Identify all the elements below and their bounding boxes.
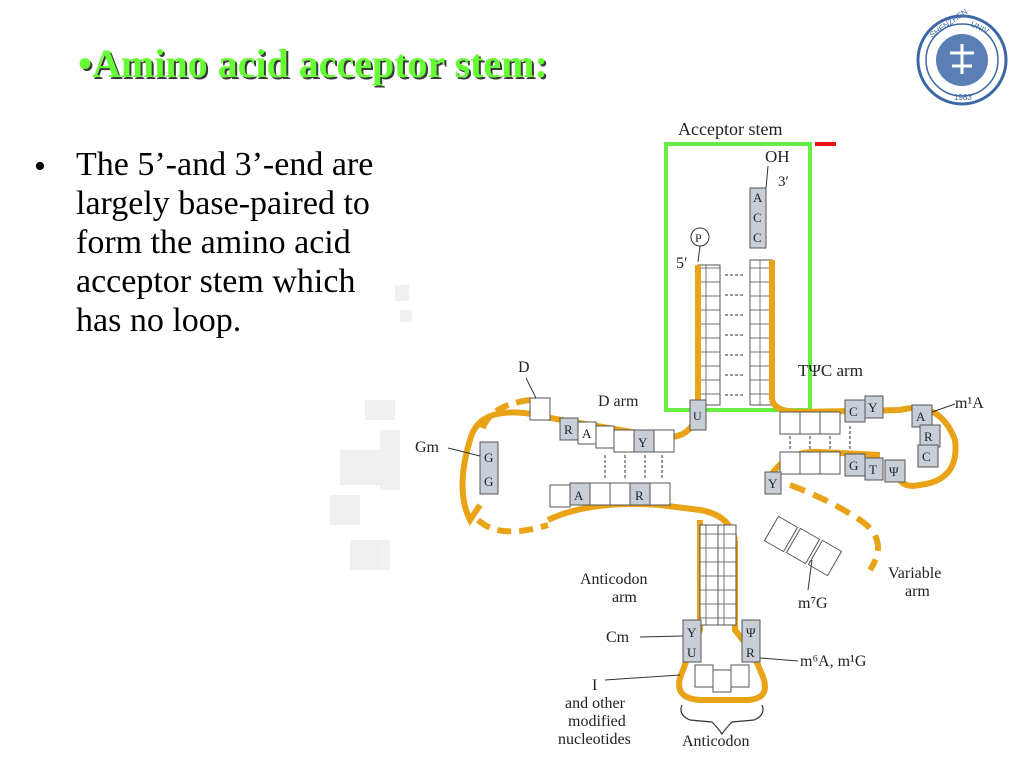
trna-cloverleaf-diagram: A C C P 5′ OH 3′ Acceptor stem: [415, 119, 984, 750]
base-y: Y: [768, 476, 778, 491]
oh-label: OH: [765, 147, 790, 166]
variable-arm: Variable arm m⁷G: [763, 482, 941, 612]
base-psi: Ψ: [889, 464, 899, 479]
base-u: U: [687, 645, 697, 660]
base-g: G: [849, 458, 858, 473]
anticodon-arm: Y U Ψ R Anticodon arm Cm m⁶A, m¹G I and …: [558, 520, 867, 750]
base-u: U: [693, 409, 702, 423]
base-psi: Ψ: [746, 625, 756, 640]
base-y: Y: [687, 625, 697, 640]
base-y: Y: [868, 400, 878, 415]
i-label: I: [592, 677, 597, 694]
m7g-label: m⁷G: [798, 595, 828, 612]
bullet-item: • The 5’-and 3’-end are largely base-pai…: [30, 145, 375, 340]
anticodon-arm-label: Anticodon: [580, 571, 648, 588]
anticodon-arm-label: arm: [612, 589, 637, 606]
seal-year: 1983: [954, 93, 972, 102]
base-t: T: [869, 462, 877, 477]
bullet-text: The 5’-and 3’-end are largely base-paire…: [76, 146, 374, 339]
m6a-m1g-label: m⁶A, m¹G: [800, 653, 867, 670]
variable-arm-label: Variable: [888, 565, 941, 582]
five-prime-label: 5′: [676, 255, 688, 272]
base-a: A: [753, 190, 763, 205]
other-nucleotides-label: and other: [565, 695, 626, 712]
university-seal-logo: SHENZHEN UNIV 1983: [916, 8, 1008, 106]
d-arm: R A Y U A R G G Gm D D arm: [415, 359, 738, 541]
base-c: C: [849, 404, 858, 419]
other-nucleotides-label: nucleotides: [558, 731, 631, 748]
acceptor-stem-highlight-box: [664, 142, 812, 412]
base-r: R: [924, 429, 933, 444]
base-a: A: [916, 409, 926, 424]
m1a-label: m¹A: [955, 395, 984, 412]
anticodon-brace: [680, 704, 764, 736]
tpsic-arm-label: TΨC arm: [798, 361, 863, 380]
bullet-dot: •: [34, 148, 46, 185]
slide-title: •Amino acid acceptor stem:: [78, 41, 548, 86]
base-r: R: [635, 488, 644, 503]
phosphate-label: P: [695, 231, 702, 245]
three-prime-label: 3′: [778, 174, 789, 190]
base-a: A: [574, 488, 584, 503]
anticodon-label: Anticodon: [682, 733, 750, 750]
base-r: R: [746, 645, 755, 660]
d-label: D: [518, 359, 530, 376]
base-c: C: [922, 449, 931, 464]
acceptor-stem-label: Acceptor stem: [678, 119, 782, 139]
tpsic-arm: C Y A R C G T Ψ Y TΨC arm m¹A: [764, 361, 984, 495]
base-g: G: [484, 450, 493, 465]
base-c: C: [753, 230, 762, 245]
base-g: G: [484, 474, 493, 489]
other-nucleotides-label: modified: [568, 713, 626, 730]
variable-arm-label: arm: [905, 583, 930, 600]
base-y: Y: [638, 435, 648, 450]
gm-label: Gm: [415, 439, 440, 456]
base-r: R: [564, 422, 573, 437]
base-c: C: [753, 210, 762, 225]
acceptor-stem: A C C P 5′ OH 3′ Acceptor stem: [664, 119, 836, 412]
cm-label: Cm: [606, 629, 630, 646]
base-a: A: [582, 426, 592, 441]
d-arm-label: D arm: [598, 393, 639, 410]
